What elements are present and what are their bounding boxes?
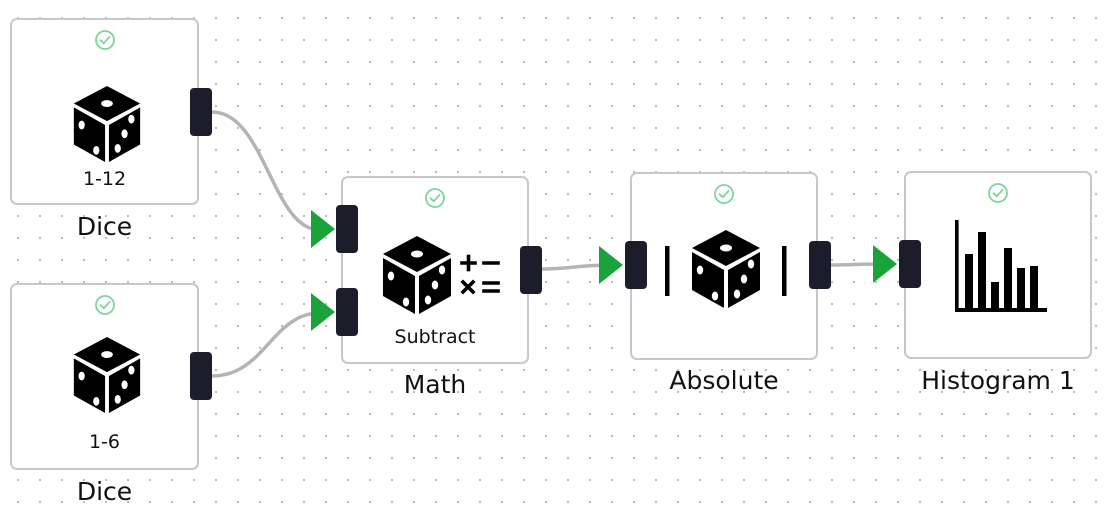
math-input-arrow-a bbox=[311, 210, 335, 248]
histogram-icon bbox=[955, 220, 1047, 312]
wire-dice-b-to-math bbox=[211, 311, 321, 378]
math-node[interactable]: Subtract bbox=[341, 176, 529, 364]
dice-node-1-12[interactable]: 1-12 bbox=[10, 18, 199, 205]
node-title-absolute: Absolute bbox=[669, 366, 779, 395]
dice-node-1-6[interactable]: 1-6 bbox=[10, 283, 199, 470]
math-input-port-b[interactable] bbox=[336, 288, 358, 336]
dice-range-label: 1-6 bbox=[88, 431, 121, 453]
math-input-arrow-b bbox=[311, 293, 335, 331]
node-title-math: Math bbox=[403, 370, 467, 399]
dice-absolute-icon bbox=[665, 230, 787, 308]
dice-icon bbox=[73, 336, 141, 414]
check-circle-icon bbox=[94, 30, 115, 50]
histogram-input-arrow bbox=[873, 245, 897, 283]
absolute-output-port[interactable] bbox=[809, 241, 831, 289]
histogram-node[interactable] bbox=[904, 171, 1092, 359]
check-circle-icon bbox=[714, 184, 734, 204]
dice-1-6-output-port[interactable] bbox=[190, 352, 212, 400]
check-circle-icon bbox=[94, 295, 115, 315]
math-operation-label: Subtract bbox=[394, 326, 476, 348]
absolute-input-arrow bbox=[599, 246, 623, 284]
check-circle-icon bbox=[988, 183, 1008, 203]
node-title-histogram: Histogram 1 bbox=[921, 366, 1075, 395]
absolute-node[interactable] bbox=[630, 172, 818, 360]
node-title-dice-1-12: Dice bbox=[76, 212, 133, 241]
node-title-dice-1-6: Dice bbox=[76, 477, 133, 506]
check-circle-icon bbox=[425, 188, 445, 208]
math-input-port-a[interactable] bbox=[336, 205, 358, 253]
dice-range-label: 1-12 bbox=[82, 168, 127, 190]
dice-1-12-output-port[interactable] bbox=[190, 88, 212, 136]
absolute-input-port[interactable] bbox=[625, 241, 647, 289]
dice-icon bbox=[73, 85, 141, 163]
wire-dice-a-to-math bbox=[211, 110, 321, 232]
math-output-port[interactable] bbox=[520, 246, 542, 294]
dice-math-icon bbox=[383, 236, 500, 314]
histogram-input-port[interactable] bbox=[899, 240, 921, 288]
